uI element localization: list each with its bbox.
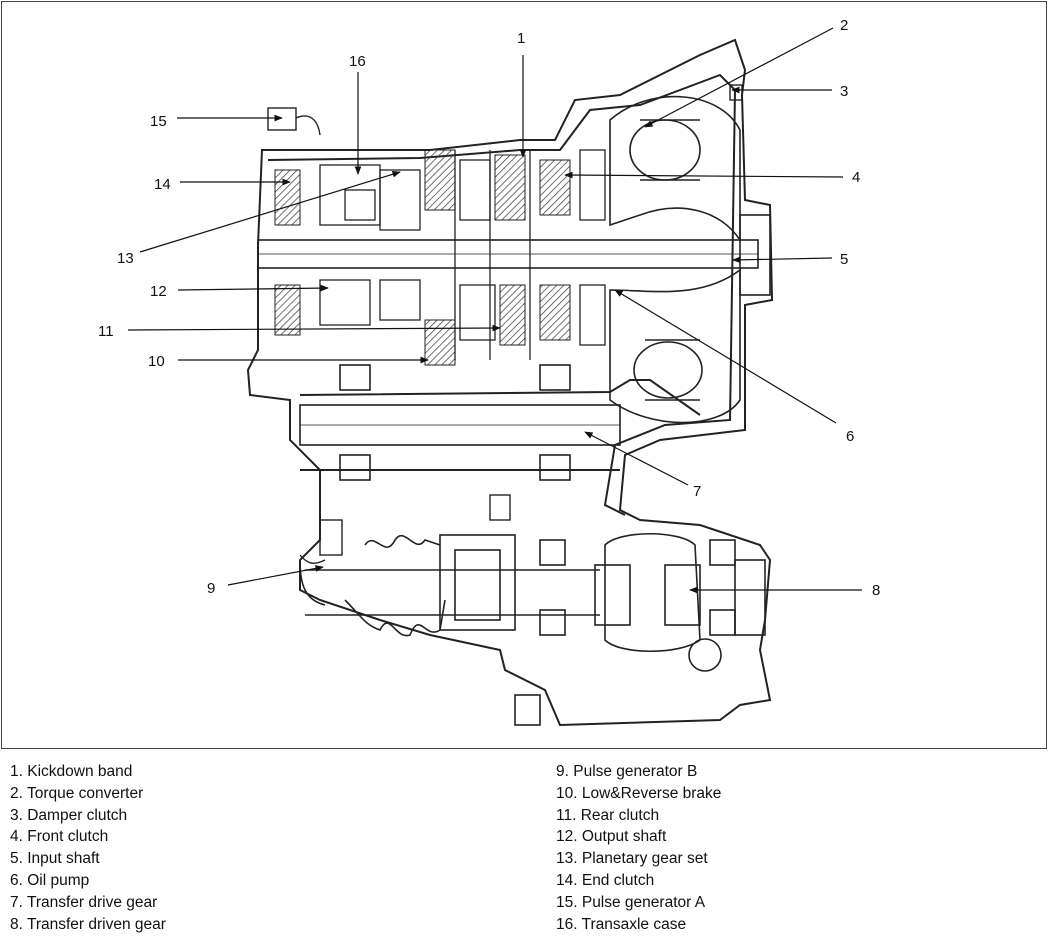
differential [514, 533, 766, 726]
legend-right-column: 9. Pulse generator B 10. Low&Reverse bra… [556, 761, 721, 935]
legend-item: 6. Oil pump [10, 871, 90, 889]
legend-item: 12. Output shaft [556, 828, 667, 846]
legend-item: 4. Front clutch [10, 828, 109, 846]
legend-item: 16. Transaxle case [556, 915, 687, 933]
diagram-frame [1, 1, 1047, 749]
callout-6: 6 [846, 428, 854, 445]
torque-converter [609, 95, 741, 424]
leader-12 [177, 284, 329, 292]
leader-4 [564, 171, 844, 179]
legend-item: 15. Pulse generator A [556, 893, 706, 911]
legend-left-column: 1. Kickdown band 2. Torque converter 3. … [10, 761, 166, 935]
legend-item: 10. Low&Reverse brake [556, 784, 722, 802]
legend-item: 8. Transfer driven gear [10, 915, 166, 933]
legend-item: 2. Torque converter [10, 784, 144, 802]
input-shaft [257, 214, 771, 296]
clutch-packs [274, 149, 571, 366]
transfer-drive-gear [299, 364, 621, 481]
leader-2 [644, 27, 834, 128]
leader-6 [614, 289, 837, 424]
callout-4: 4 [852, 169, 860, 186]
internal-components [319, 149, 606, 360]
leader-11 [127, 324, 501, 332]
legend-item: 11. Rear clutch [556, 806, 660, 824]
callout-2: 2 [840, 17, 848, 34]
legend-item: 5. Input shaft [10, 850, 100, 868]
legend-item: 7. Transfer drive gear [10, 893, 158, 911]
callout-9: 9 [207, 580, 215, 597]
legend-item: 9. Pulse generator B [556, 763, 698, 780]
leader-lines [127, 27, 862, 594]
leader-5 [732, 256, 833, 264]
callout-16: 16 [349, 53, 366, 70]
callout-7: 7 [693, 483, 701, 500]
callout-12: 12 [150, 283, 167, 300]
leader-9 [227, 565, 324, 586]
pulse-generators [267, 84, 743, 564]
leader-7 [584, 431, 689, 486]
transaxle-housing [246, 38, 774, 727]
drive-shaft [299, 534, 600, 637]
legend-item: 13. Planetary gear set [556, 850, 708, 868]
transaxle-cross-section: 1 2 3 4 5 6 7 8 9 10 11 12 13 14 15 16 [98, 17, 880, 727]
callout-15: 15 [150, 113, 167, 130]
leader-13 [139, 171, 401, 253]
callout-8: 8 [872, 582, 880, 599]
callout-5: 5 [840, 251, 848, 268]
legend-item: 3. Damper clutch [10, 806, 128, 824]
callout-11: 11 [98, 323, 114, 340]
legend-item: 14. End clutch [556, 871, 655, 889]
callout-1: 1 [517, 30, 525, 47]
callout-10: 10 [148, 353, 165, 370]
callout-3: 3 [840, 83, 848, 100]
callout-13: 13 [117, 250, 134, 267]
legend-item: 1. Kickdown band [10, 763, 133, 780]
callout-14: 14 [154, 176, 171, 193]
callout-numbers: 1 2 3 4 5 6 7 8 9 10 11 12 13 14 15 16 [98, 17, 880, 599]
